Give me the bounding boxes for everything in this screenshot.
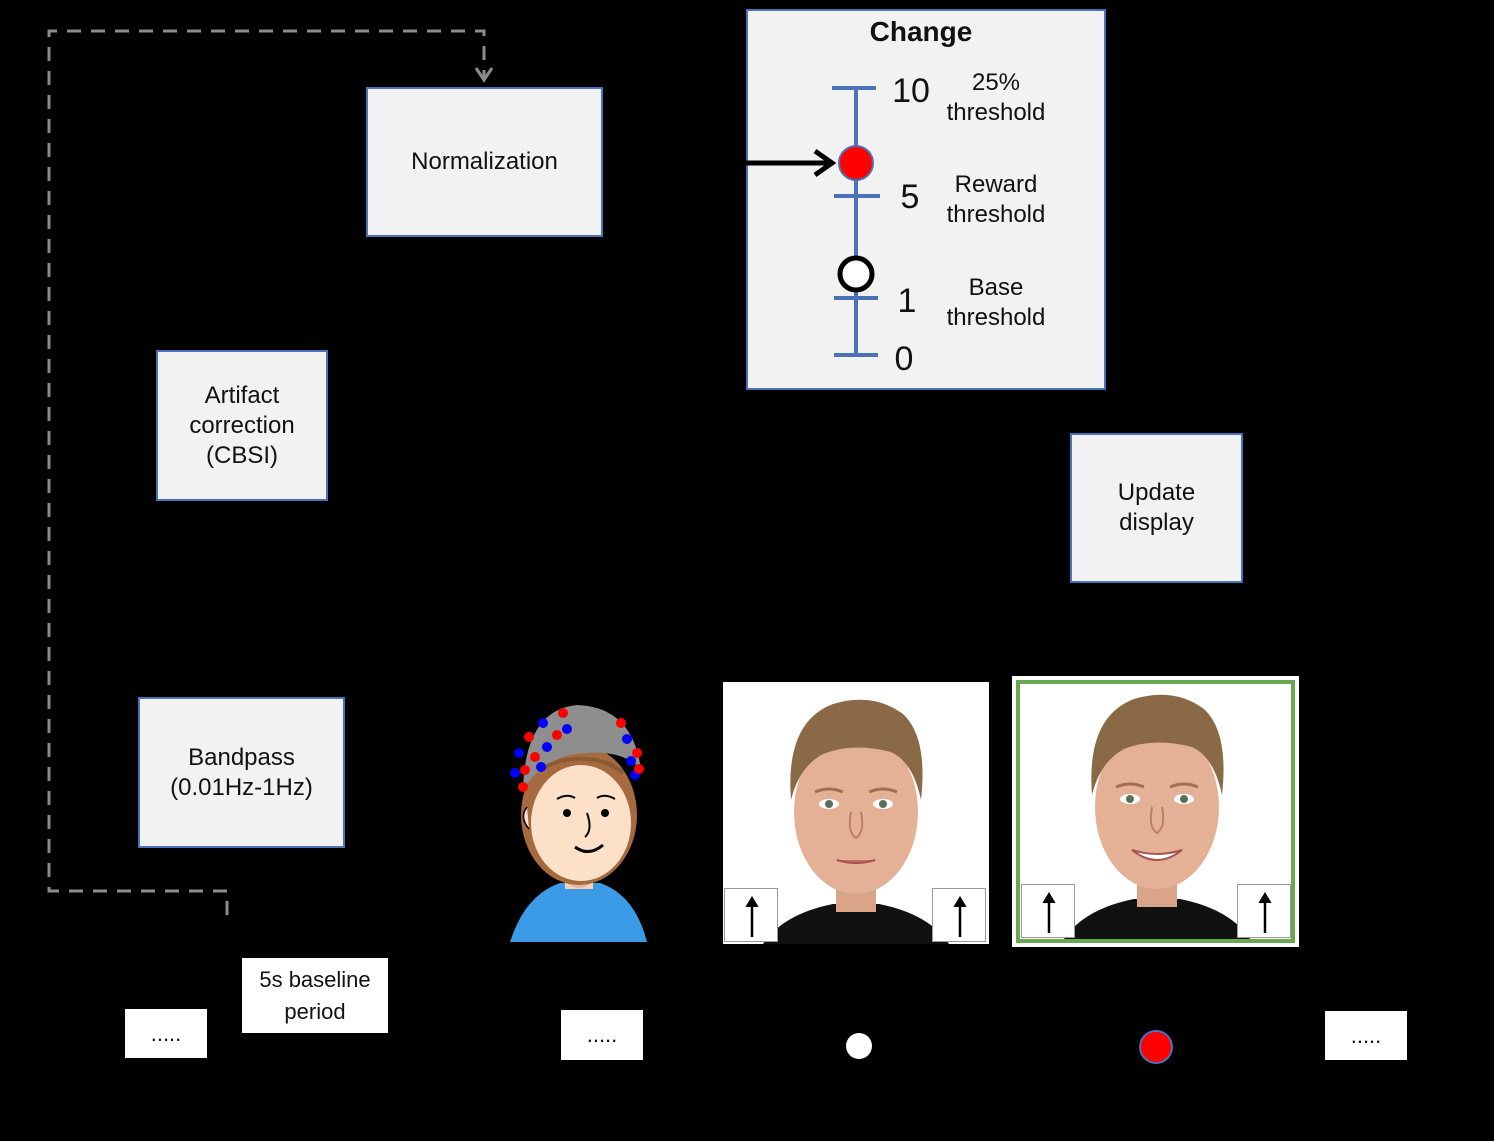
cap-optodes — [510, 708, 644, 792]
current-value-marker — [838, 145, 874, 181]
timeline-ellipsis-left: ..... — [125, 1009, 207, 1058]
arrow-up-icon-right — [1237, 884, 1291, 938]
baseline-label-line2: period — [284, 998, 346, 1024]
tick-label-10: 10 — [892, 72, 930, 110]
arrow-up-icon-left — [1021, 884, 1075, 938]
change-title: Change — [869, 16, 973, 47]
artifact-label-line3: (CBSI) — [206, 441, 278, 469]
update-display-box: Update display — [1070, 433, 1243, 583]
threshold-base-label: Base threshold — [946, 274, 1046, 331]
baseline-period-box: 5s baseline period — [242, 958, 388, 1033]
normalization-label: Normalization — [411, 148, 558, 175]
threshold-reward-label: Reward threshold — [946, 171, 1046, 228]
arrow-up-icon-left — [724, 888, 778, 942]
threshold-25-label: 25% threshold — [946, 69, 1046, 126]
change-scale — [832, 86, 880, 357]
tick-label-0: 0 — [894, 340, 914, 378]
artifact-correction-box: Artifact correction (CBSI) — [156, 350, 328, 501]
update-label-line1: Update — [1117, 479, 1196, 506]
base-value-marker — [837, 255, 875, 293]
smiling-face-image — [1064, 694, 1250, 939]
timeline-ellipsis-right: ..... — [1325, 1011, 1407, 1060]
update-label-line2: display — [1119, 509, 1194, 536]
change-panel: Change — [746, 9, 1106, 390]
bandpass-label-line1: Bandpass — [188, 743, 295, 771]
timeline-dot-red — [1139, 1030, 1173, 1064]
arrow-up-icon-right — [932, 888, 986, 942]
neutral-face-panel — [723, 682, 989, 944]
baseline-label-line1: 5s baseline — [259, 966, 371, 992]
arrow-icon — [745, 148, 837, 178]
tick-label-1: 1 — [897, 282, 917, 320]
bandpass-box: Bandpass (0.01Hz-1Hz) — [138, 697, 345, 848]
neutral-face-image — [763, 699, 949, 944]
smiling-face-panel — [1012, 676, 1299, 947]
normalization-box: Normalization — [366, 87, 603, 237]
bandpass-label-line2: (0.01Hz-1Hz) — [170, 773, 313, 801]
artifact-label-line2: correction — [189, 411, 295, 439]
timeline-dot-white — [846, 1033, 872, 1059]
artifact-label-line1: Artifact — [204, 381, 280, 409]
timeline-ellipsis-mid: ..... — [561, 1010, 643, 1060]
tick-label-5: 5 — [900, 178, 920, 216]
participant-avatar — [510, 705, 647, 942]
